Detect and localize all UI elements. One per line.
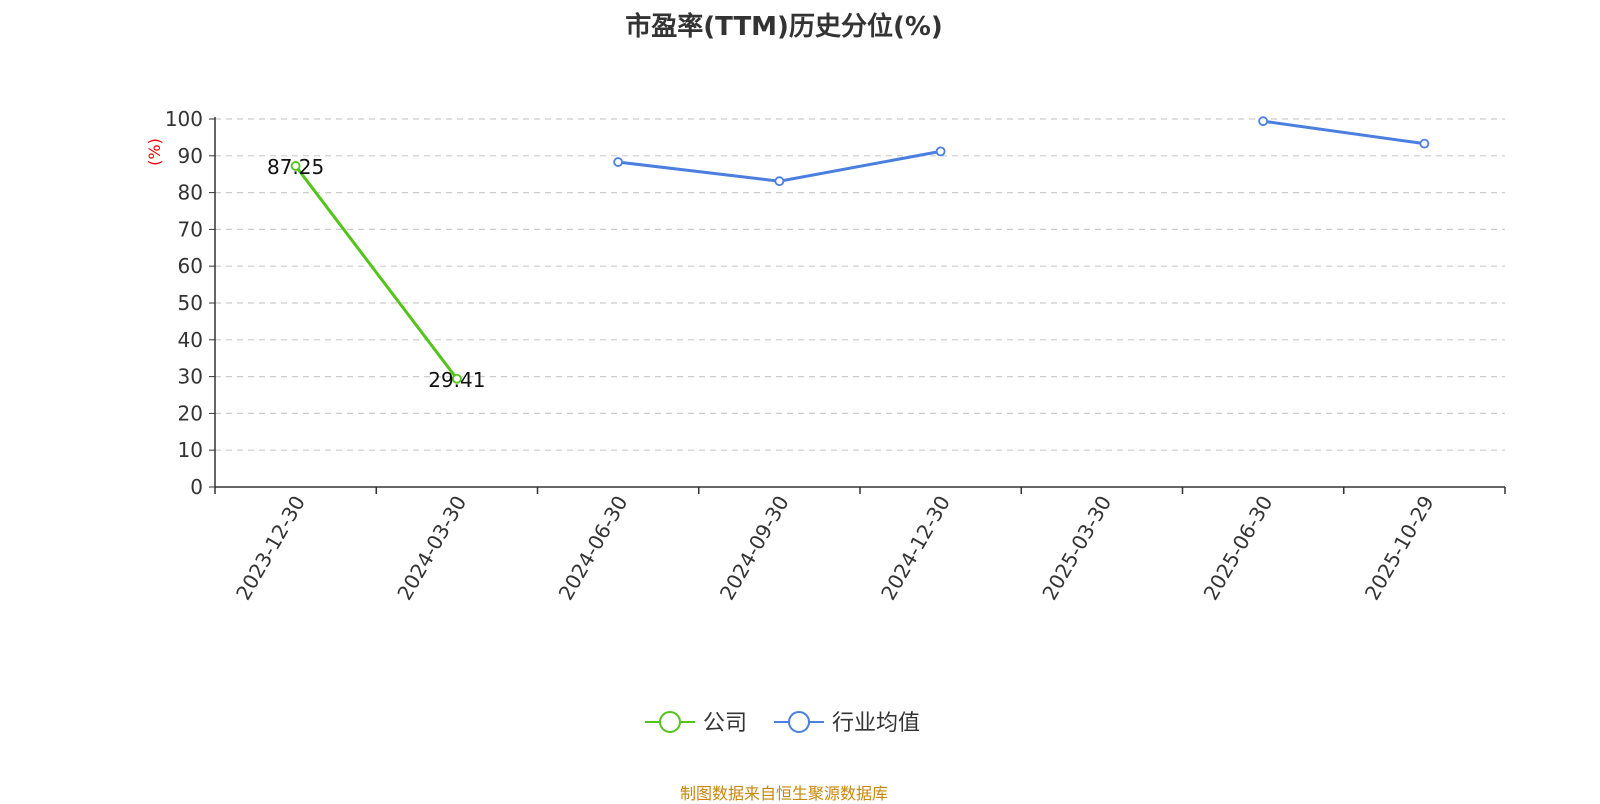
y-tick-label: 30 <box>178 365 203 389</box>
data-label: 87.25 <box>267 155 324 179</box>
y-tick-label: 50 <box>178 291 203 315</box>
y-tick-label: 100 <box>165 107 203 131</box>
y-tick-label: 90 <box>178 144 203 168</box>
x-tick-label: 2025-06-30 <box>1199 492 1278 605</box>
legend-circle-icon <box>788 711 810 733</box>
y-tick-label: 20 <box>178 401 203 425</box>
x-tick-label: 2024-09-30 <box>715 492 794 605</box>
y-tick-label: 60 <box>178 254 203 278</box>
data-point <box>1419 138 1430 149</box>
data-source-note: 制图数据来自恒生聚源数据库 <box>679 784 888 803</box>
chart-title: 市盈率(TTM)历史分位(%) <box>625 12 943 42</box>
y-axis-label: (%) <box>145 138 164 166</box>
legend-label-0: 公司 <box>703 711 747 736</box>
legend-label-1: 行业均值 <box>832 711 920 736</box>
x-tick-label: 2024-03-30 <box>392 492 471 605</box>
y-tick-label: 40 <box>178 328 203 352</box>
x-tick-label: 2025-03-30 <box>1037 492 1116 605</box>
x-tick-label: 2025-10-29 <box>1360 492 1439 605</box>
data-label: 29.41 <box>428 368 485 392</box>
data-point <box>613 157 624 167</box>
series-line-0 <box>294 165 459 380</box>
data-point <box>1258 116 1269 127</box>
x-tick-label: 2024-06-30 <box>554 492 633 605</box>
legend-circle-icon <box>659 711 681 733</box>
data-point <box>774 176 785 187</box>
x-tick-label: 2023-12-30 <box>231 492 310 605</box>
series-line-1 <box>1262 119 1425 146</box>
y-tick-label: 80 <box>178 181 203 205</box>
y-tick-label: 10 <box>178 438 203 462</box>
data-point <box>935 146 946 157</box>
y-tick-label: 70 <box>178 217 203 241</box>
data-point <box>451 373 462 384</box>
y-tick-label: 0 <box>190 475 203 499</box>
data-point <box>290 161 301 171</box>
x-tick-label: 2024-12-30 <box>876 492 955 605</box>
